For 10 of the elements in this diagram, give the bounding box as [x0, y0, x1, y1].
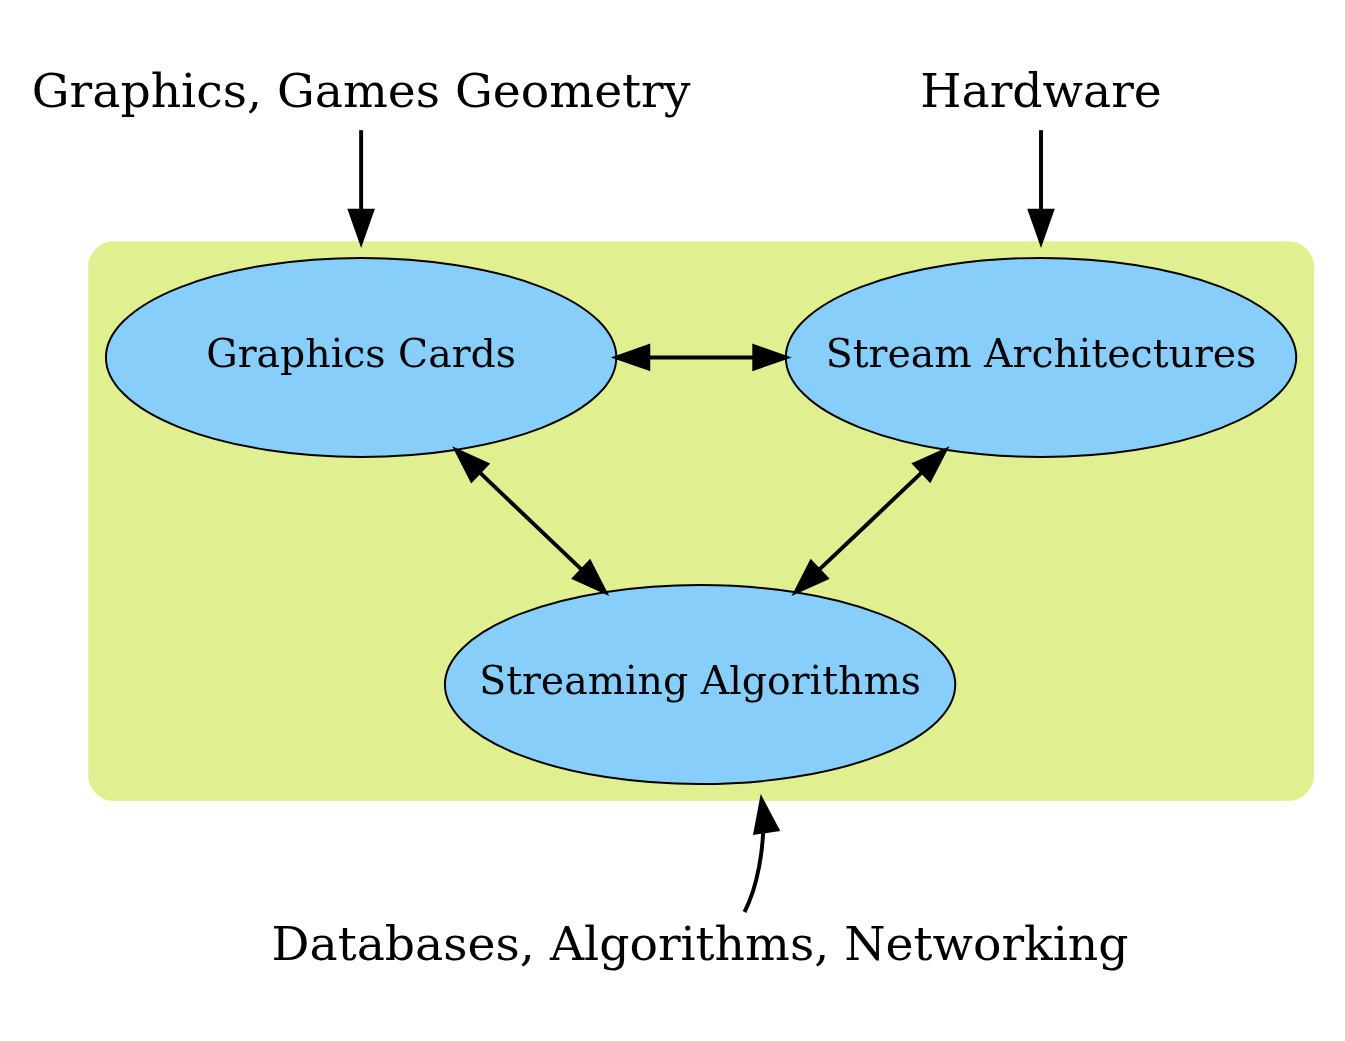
arrow: [610, 343, 792, 371]
arrow: [452, 445, 610, 596]
node-text: Graphics, Games Geometry: [31, 62, 691, 118]
node-ellipse: Streaming Algorithms: [443, 583, 957, 785]
node-ellipse: Stream Architectures: [784, 256, 1298, 458]
node-text: Hardware: [920, 62, 1162, 118]
arrow: [791, 445, 950, 596]
node-ellipse: Graphics Cards: [104, 256, 618, 458]
cluster: [88, 240, 1314, 801]
node-text: Databases, Algorithms, Networking: [271, 915, 1129, 971]
